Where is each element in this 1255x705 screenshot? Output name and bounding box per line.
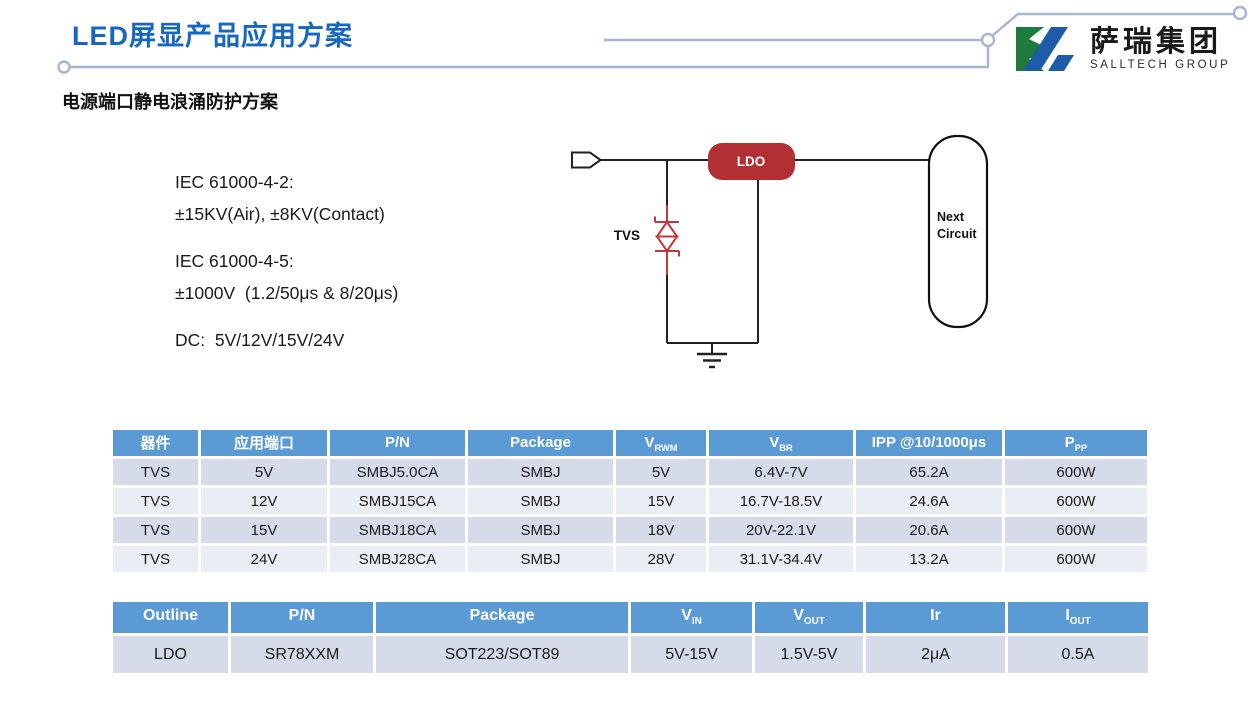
table-row: TVS 24V SMBJ28CA SMBJ 28V 31.1V-34.4V 13… xyxy=(110,543,1150,575)
spec-line: ±1000V (1.2/50μs & 8/20μs) xyxy=(175,283,399,303)
circuit-trace-decoration xyxy=(57,5,1248,74)
next-circuit-label-line1: Next xyxy=(937,210,965,224)
table-cell: 600W xyxy=(1002,514,1150,546)
table-cell: 6.4V-7V xyxy=(706,456,856,488)
table-cell: SMBJ28CA xyxy=(327,543,468,575)
next-circuit-label-line2: Circuit xyxy=(937,227,977,241)
table-cell: SMBJ xyxy=(465,514,616,546)
tvs-diode-icon xyxy=(654,205,680,275)
spec-line: ±15KV(Air), ±8KV(Contact) xyxy=(175,204,385,224)
next-circuit-block xyxy=(927,134,989,329)
column-header: Outline xyxy=(110,599,231,636)
table-cell: 5V xyxy=(613,456,709,488)
table-cell: 31.1V-34.4V xyxy=(706,543,856,575)
spec-line: DC: 5V/12V/15V/24V xyxy=(175,330,345,350)
table-cell: SMBJ xyxy=(465,543,616,575)
table-cell: 65.2A xyxy=(853,456,1005,488)
table-cell: 24V xyxy=(198,543,330,575)
table-cell: TVS xyxy=(110,456,201,488)
column-header: Ir xyxy=(863,599,1008,636)
table-cell: 0.5A xyxy=(1005,633,1151,676)
table-row: LDO SR78XXM SOT223/SOT89 5V-15V 1.5V-5V … xyxy=(110,633,1151,676)
tvs-spec-table: 器件 应用端口 P/N Package VRWM VBR IPP @10/100… xyxy=(110,427,1150,575)
table-row: TVS 15V SMBJ18CA SMBJ 18V 20V-22.1V 20.6… xyxy=(110,514,1150,546)
column-header: PPP xyxy=(1002,427,1150,459)
table-cell: SMBJ5.0CA xyxy=(327,456,468,488)
table-cell: SMBJ xyxy=(465,456,616,488)
table-cell: 28V xyxy=(613,543,709,575)
column-header: IPP @10/1000μs xyxy=(853,427,1005,459)
table-cell: 5V xyxy=(198,456,330,488)
column-header: P/N xyxy=(327,427,468,459)
spec-group-dc: DC: 5V/12V/15V/24V xyxy=(175,324,398,356)
table-cell: 18V xyxy=(613,514,709,546)
table-cell: 13.2A xyxy=(853,543,1005,575)
table-cell: SMBJ15CA xyxy=(327,485,468,517)
column-header: IOUT xyxy=(1005,599,1151,636)
ground-icon xyxy=(697,352,727,369)
table-cell: SR78XXM xyxy=(228,633,376,676)
column-header: Package xyxy=(373,599,631,636)
table-cell: LDO xyxy=(110,633,231,676)
column-header: 器件 xyxy=(110,427,201,459)
spec-line: IEC 61000-4-5: xyxy=(175,251,294,271)
spec-line: IEC 61000-4-2: xyxy=(175,172,294,192)
table-cell: 16.7V-18.5V xyxy=(706,485,856,517)
table-cell: SMBJ xyxy=(465,485,616,517)
table-cell: SOT223/SOT89 xyxy=(373,633,631,676)
spec-group-surge: IEC 61000-4-5: ±1000V (1.2/50μs & 8/20μs… xyxy=(175,245,398,309)
header-row: 器件 应用端口 P/N Package VRWM VBR IPP @10/100… xyxy=(110,427,1150,459)
logo-name-en: SALLTECH GROUP xyxy=(1090,59,1231,71)
table-cell: SMBJ18CA xyxy=(327,514,468,546)
table-cell: TVS xyxy=(110,543,201,575)
logo-text: 萨瑞集团 SALLTECH GROUP xyxy=(1090,26,1230,71)
table-cell: 15V xyxy=(613,485,709,517)
column-header: VRWM xyxy=(613,427,709,459)
table-cell: 2μA xyxy=(863,633,1008,676)
table-cell: 15V xyxy=(198,514,330,546)
tvs-label: TVS xyxy=(614,228,640,243)
table-cell: 600W xyxy=(1002,543,1150,575)
table-cell: 1.5V-5V xyxy=(752,633,866,676)
company-logo: 萨瑞集团 SALLTECH GROUP xyxy=(1014,26,1230,72)
section-subtitle: 电源端口静电浪涌防护方案 xyxy=(62,92,278,112)
column-header: 应用端口 xyxy=(198,427,330,459)
table-cell: 20V-22.1V xyxy=(706,514,856,546)
table-cell: 20.6A xyxy=(853,514,1005,546)
table-cell: 5V-15V xyxy=(628,633,755,676)
column-header: VBR xyxy=(706,427,856,459)
column-header: P/N xyxy=(228,599,376,636)
table-cell: 12V xyxy=(198,485,330,517)
table-row: TVS 5V SMBJ5.0CA SMBJ 5V 6.4V-7V 65.2A 6… xyxy=(110,456,1150,488)
header-row: Outline P/N Package VIN VOUT Ir IOUT xyxy=(110,599,1151,636)
input-connector-icon xyxy=(571,151,603,169)
table-cell: 600W xyxy=(1002,456,1150,488)
table-cell: TVS xyxy=(110,514,201,546)
column-header: Package xyxy=(465,427,616,459)
ldo-spec-table: Outline P/N Package VIN VOUT Ir IOUT LDO… xyxy=(110,599,1151,676)
spec-text-block: IEC 61000-4-2: ±15KV(Air), ±8KV(Contact)… xyxy=(175,166,398,371)
spec-group-esd: IEC 61000-4-2: ±15KV(Air), ±8KV(Contact) xyxy=(175,166,398,230)
page-title: LED屏显产品应用方案 xyxy=(72,21,353,51)
ldo-label: LDO xyxy=(737,154,766,169)
power-circuit-diagram: TVS LDO Next Circuit xyxy=(571,134,989,369)
logo-mark-icon xyxy=(1016,27,1074,71)
column-header: VOUT xyxy=(752,599,866,636)
circuit-wires xyxy=(600,159,929,353)
table-cell: 24.6A xyxy=(853,485,1005,517)
ldo-block xyxy=(708,143,795,180)
table-cell: 600W xyxy=(1002,485,1150,517)
table-cell: TVS xyxy=(110,485,201,517)
column-header: VIN xyxy=(628,599,755,636)
logo-name-cn: 萨瑞集团 xyxy=(1090,26,1223,58)
table-row: TVS 12V SMBJ15CA SMBJ 15V 16.7V-18.5V 24… xyxy=(110,485,1150,517)
